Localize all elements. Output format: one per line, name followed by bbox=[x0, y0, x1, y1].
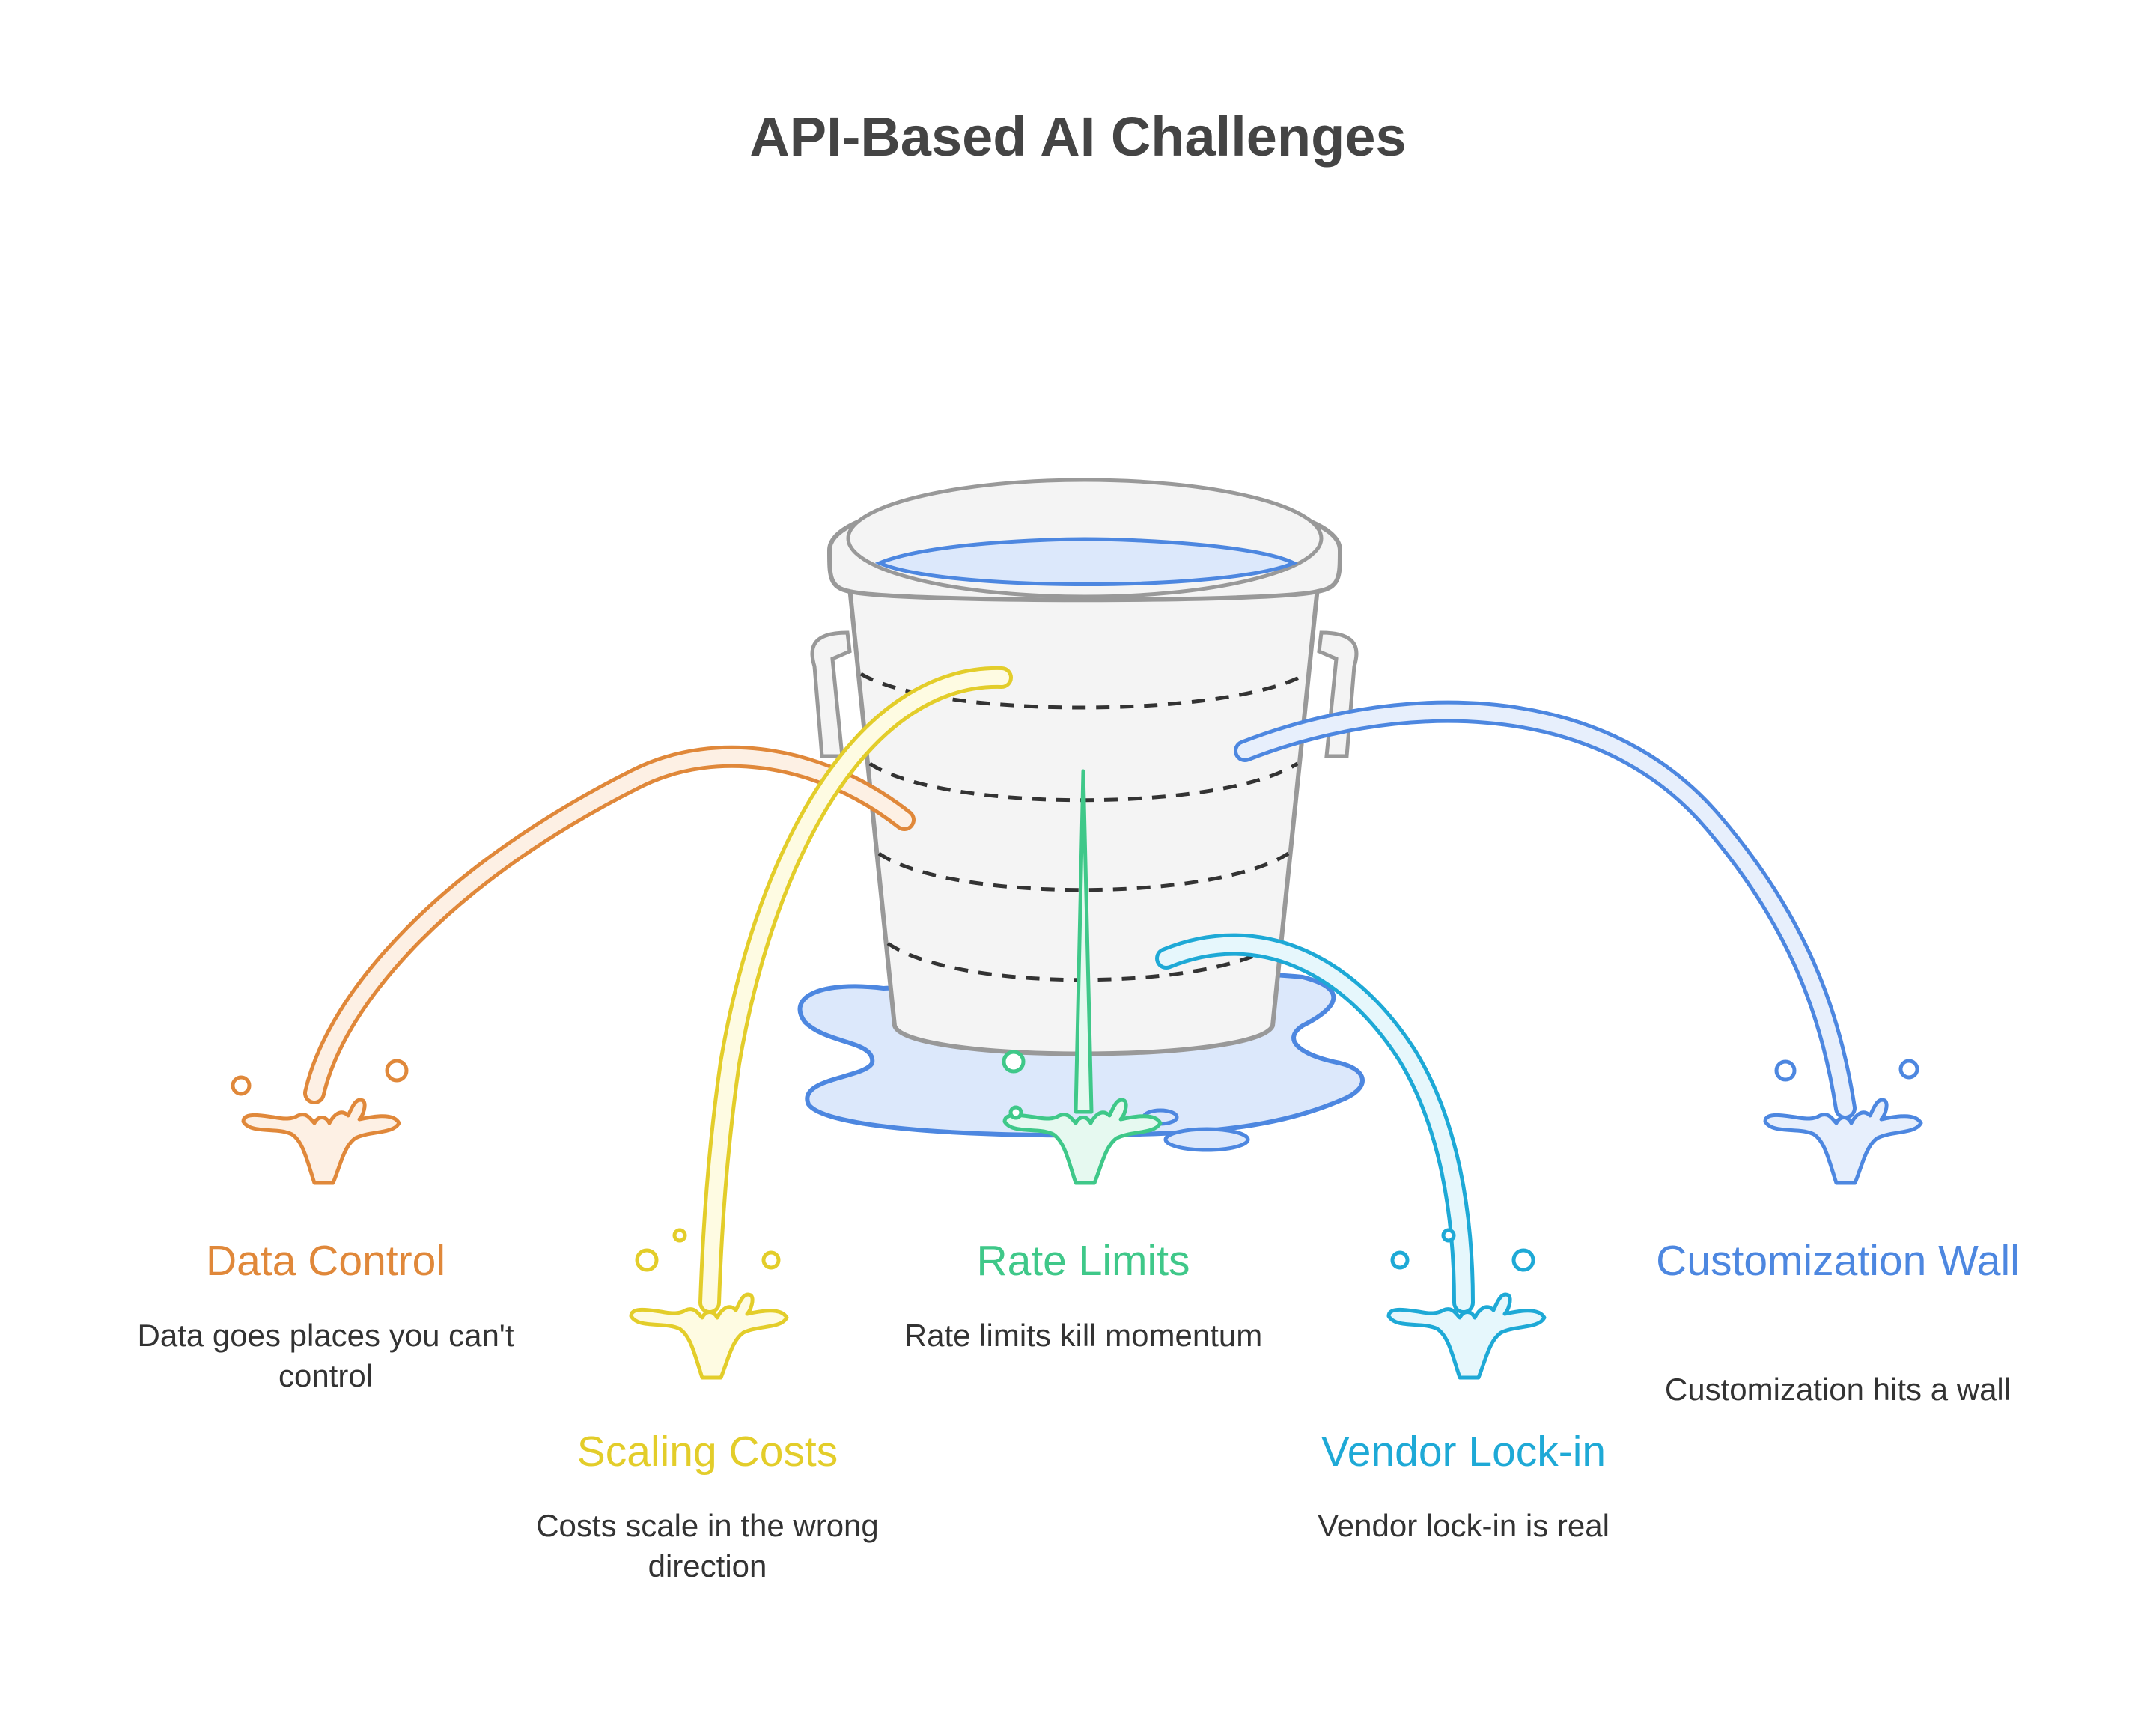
label-customization-wall: Customization Wall bbox=[1656, 1237, 2020, 1285]
page-title: API-Based AI Challenges bbox=[749, 106, 1407, 168]
droplet-icon bbox=[761, 1250, 781, 1270]
splash-icon bbox=[1386, 1228, 1547, 1380]
droplet-icon bbox=[1002, 1050, 1026, 1074]
droplet-icon bbox=[1511, 1248, 1535, 1272]
droplet-icon bbox=[635, 1248, 659, 1272]
splash-icon bbox=[1002, 1050, 1163, 1185]
droplet-icon bbox=[1774, 1059, 1797, 1082]
leaking-bucket-icon bbox=[810, 478, 1359, 1056]
splash-icon bbox=[231, 1059, 409, 1185]
description-customization-wall: Customization hits a wall bbox=[1664, 1372, 2012, 1407]
splash-shape bbox=[1002, 1098, 1163, 1185]
vendor-lock-in-stream bbox=[1155, 933, 1475, 1314]
label-data-control: Data Control bbox=[206, 1237, 445, 1285]
splash-shape bbox=[1386, 1292, 1547, 1380]
data-control-stream bbox=[303, 745, 916, 1104]
splash-shape bbox=[629, 1292, 789, 1380]
splash-icon bbox=[629, 1228, 789, 1380]
description-rate-limits: Rate limits kill momentum bbox=[904, 1318, 1263, 1353]
droplet-icon bbox=[1008, 1105, 1023, 1120]
droplet-icon bbox=[1390, 1250, 1410, 1270]
description-data-control: Data goes places you can't control bbox=[137, 1318, 514, 1393]
droplet-icon bbox=[1898, 1059, 1919, 1080]
label-vendor-lock-in: Vendor Lock-in bbox=[1321, 1428, 1607, 1476]
customization-wall-stream bbox=[1234, 700, 1857, 1119]
droplet-icon bbox=[672, 1228, 687, 1243]
droplet-icon bbox=[231, 1075, 252, 1096]
droplet-icon bbox=[1441, 1228, 1456, 1243]
splash-icon bbox=[1763, 1059, 1923, 1185]
splash-shape bbox=[1763, 1098, 1923, 1185]
label-rate-limits: Rate Limits bbox=[976, 1237, 1190, 1285]
rate-limits-stream bbox=[1074, 769, 1094, 1114]
label-scaling-costs: Scaling Costs bbox=[576, 1428, 838, 1476]
description-vendor-lock-in: Vendor lock-in is real bbox=[1318, 1508, 1610, 1543]
splash-shape bbox=[241, 1098, 401, 1185]
droplet-icon bbox=[385, 1059, 409, 1083]
description-scaling-costs: Costs scale in the wrong direction bbox=[536, 1508, 879, 1583]
scaling-costs-stream bbox=[698, 666, 1013, 1314]
